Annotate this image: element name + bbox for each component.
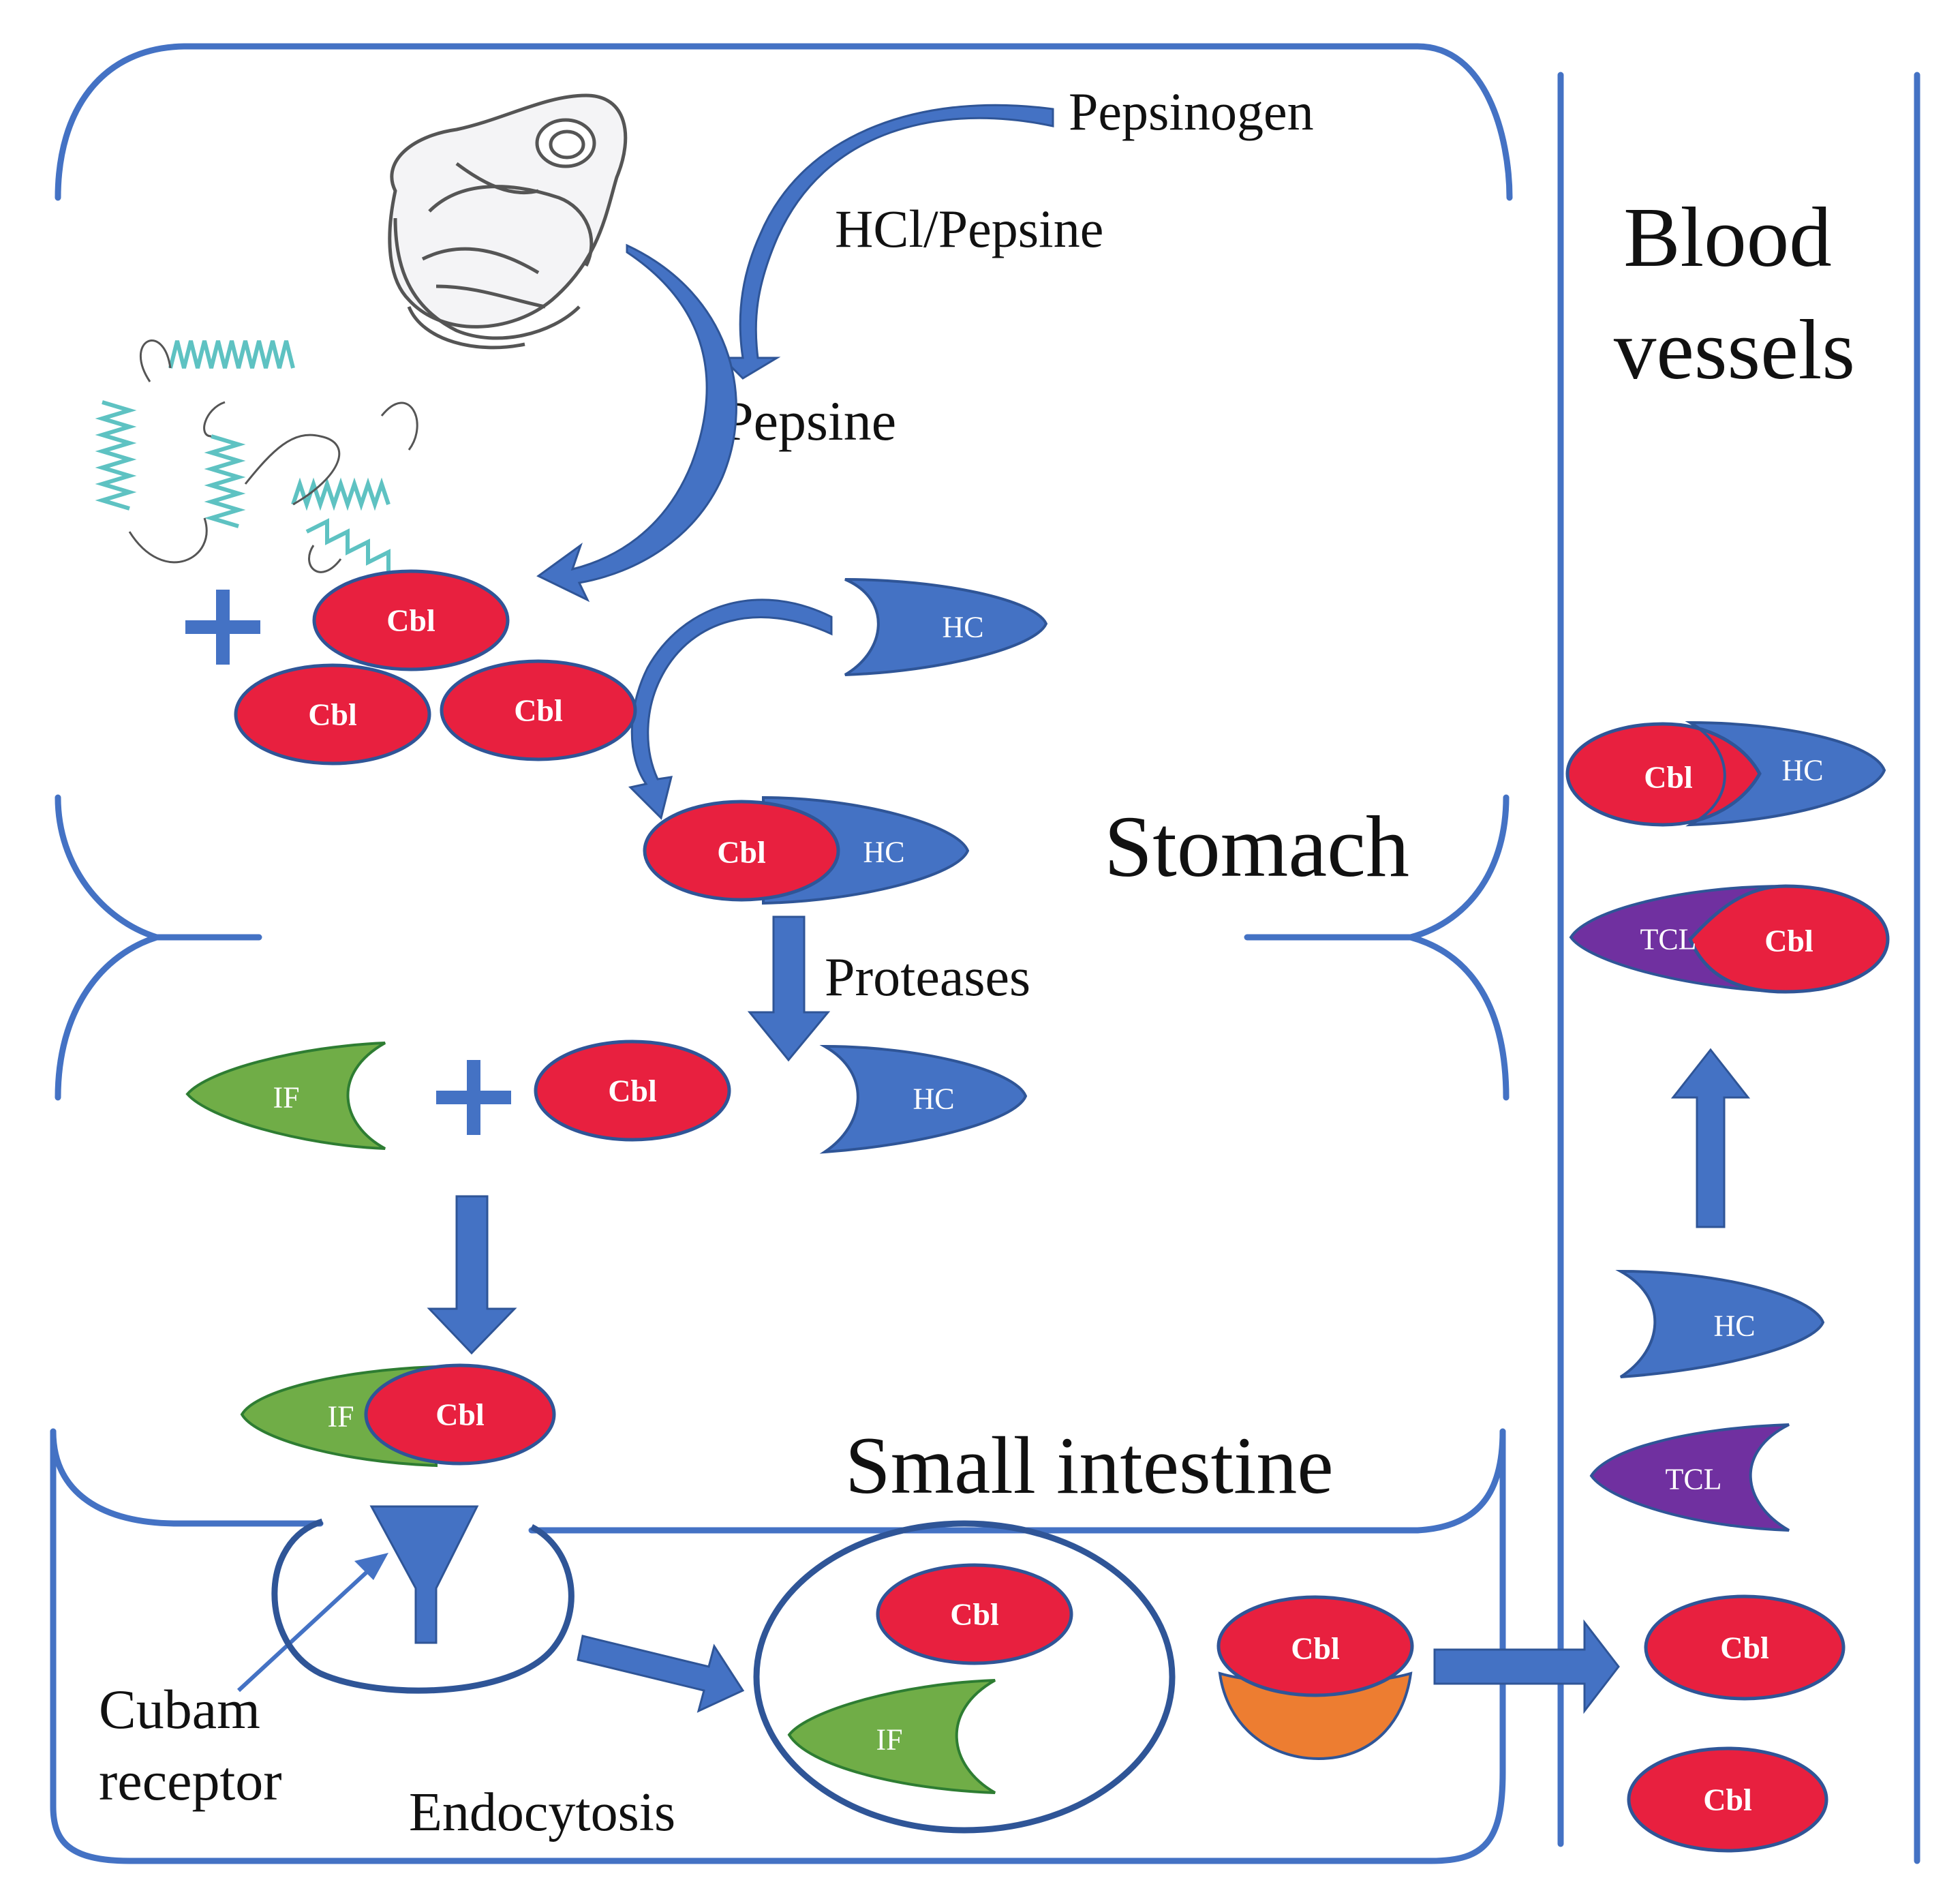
protein-icon	[95, 339, 418, 573]
cbl-label: Cbl	[308, 697, 357, 732]
hc-label: HC	[942, 611, 983, 644]
cbl-molecule-3: Cbl	[440, 659, 637, 761]
cbl-hc-complex-stomach: Cbl HC	[643, 795, 970, 905]
cbl-label: Cbl	[717, 835, 766, 870]
if-cbl-complex: IF Cbl	[240, 1363, 556, 1468]
hc-label: HC	[1781, 754, 1823, 787]
if-label: IF	[327, 1400, 354, 1434]
cbl-molecule-blood-2: Cbl	[1627, 1746, 1828, 1853]
cbl-label: Cbl	[1644, 760, 1693, 795]
meat-icon	[388, 93, 628, 350]
compartment-outlines	[50, 43, 1920, 1864]
small-intestine-label: Small intestine	[845, 1420, 1334, 1511]
cbl-label: Cbl	[435, 1397, 485, 1432]
if-molecule-endosome: IF	[787, 1679, 996, 1794]
cbl-molecule-2: Cbl	[234, 663, 431, 765]
cbl-label: Cbl	[514, 693, 563, 728]
cbl-label: Cbl	[950, 1597, 999, 1632]
cbl-molecule-4: Cbl	[534, 1040, 731, 1142]
arrow-blood-up	[1670, 1048, 1751, 1228]
arrow-endocytosis	[577, 1635, 745, 1713]
cbl-molecule-blood-1: Cbl	[1644, 1594, 1846, 1701]
tcl-molecule-blood: TCL	[1589, 1423, 1790, 1532]
arrow-stomach-to-intestine	[427, 1195, 517, 1355]
cbl-with-cup: Cbl	[1216, 1595, 1414, 1761]
intestine-outline	[50, 1428, 1506, 1864]
arrow-meat-to-cbl	[536, 243, 737, 603]
blood-vessels-label-line2: vessels	[1614, 303, 1855, 397]
stomach-outline-bottom	[55, 794, 168, 1101]
intestine-membrane	[50, 1428, 324, 1527]
arrow-cubam-pointer	[236, 1566, 373, 1693]
cbl-label: Cbl	[1703, 1783, 1752, 1817]
cubam-receptor-label-line1: Cubam	[99, 1678, 260, 1740]
pepsine-label: Pepsine	[722, 390, 896, 452]
cbl-label: Cbl	[608, 1074, 657, 1108]
arrow-hc-to-cbl-hc	[628, 598, 833, 820]
hc-molecule-blood: HC	[1615, 1269, 1825, 1378]
tcl-cbl-complex-blood: TCL Cbl	[1569, 884, 1890, 994]
hc-molecule-2: HC	[819, 1044, 1028, 1154]
if-label: IF	[876, 1723, 902, 1757]
intestine-membrane-corner	[1414, 1428, 1506, 1534]
cbl-label: Cbl	[386, 603, 435, 638]
stomach-label: Stomach	[1104, 798, 1409, 895]
pepsinogen-label: Pepsinogen	[1069, 82, 1314, 141]
hcl-pepsine-label: HCl/Pepsine	[835, 199, 1103, 258]
cbl-label: Cbl	[1720, 1631, 1769, 1665]
stomach-outline-bottom-right	[1399, 794, 1510, 1101]
cubam-receptor-label-line2: receptor	[99, 1750, 282, 1812]
endosome-vesicle	[753, 1520, 1176, 1834]
tcl-label: TCL	[1665, 1463, 1721, 1496]
if-molecule-1: IF	[185, 1042, 386, 1150]
if-label: IF	[273, 1081, 299, 1115]
cbl-molecule-1: Cbl	[312, 569, 510, 671]
cubam-receptor	[271, 1505, 575, 1694]
cbl-hc-complex-blood: Cbl HC	[1565, 721, 1886, 827]
hc-label: HC	[913, 1082, 954, 1116]
cbl-molecule-endosome: Cbl	[876, 1563, 1073, 1665]
hc-molecule-1: HC	[844, 578, 1048, 676]
plus-icon-top	[185, 590, 260, 665]
plus-icon-middle	[436, 1060, 511, 1135]
stomach-outline-top	[55, 43, 1513, 201]
arrow-cubam-pointer-head	[354, 1553, 388, 1580]
arrow-to-blood	[1433, 1619, 1620, 1714]
proteases-label: Proteases	[825, 948, 1030, 1007]
hc-label: HC	[863, 836, 904, 869]
cbl-label: Cbl	[1764, 924, 1813, 958]
tcl-label: TCL	[1640, 923, 1696, 956]
cubam-receptor-icon	[369, 1505, 479, 1644]
cbl-label: Cbl	[1291, 1631, 1340, 1666]
arrow-proteases-down	[747, 915, 831, 1062]
endocytosis-label: Endocytosis	[409, 1783, 675, 1843]
blood-vessels-label-line1: Blood	[1623, 191, 1832, 285]
hc-label: HC	[1713, 1309, 1755, 1343]
